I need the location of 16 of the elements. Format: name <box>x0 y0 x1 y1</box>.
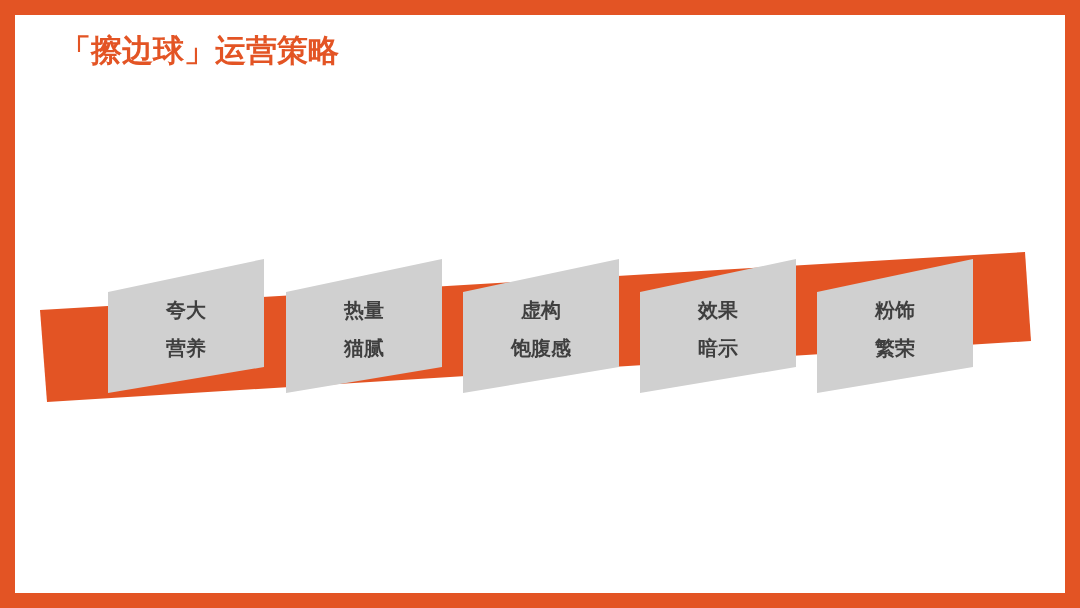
card-text: 饱腹感 <box>509 335 572 362</box>
card-text: 营养 <box>165 335 207 362</box>
slanted-card <box>817 259 973 393</box>
card-text: 暗示 <box>697 335 739 362</box>
card-text: 虚构 <box>520 297 562 324</box>
card-text: 繁荣 <box>874 335 916 362</box>
card-text: 效果 <box>696 297 739 324</box>
card-text: 粉饰 <box>873 297 916 324</box>
card-text: 猫腻 <box>342 335 385 362</box>
slanted-card <box>640 259 796 393</box>
slanted-card <box>463 259 619 393</box>
card-text: 热量 <box>343 297 385 324</box>
slanted-card <box>108 259 264 393</box>
title: 「擦边球」运营策略 <box>60 31 339 70</box>
slanted-card <box>286 259 442 393</box>
card-text: 夸大 <box>165 297 207 324</box>
